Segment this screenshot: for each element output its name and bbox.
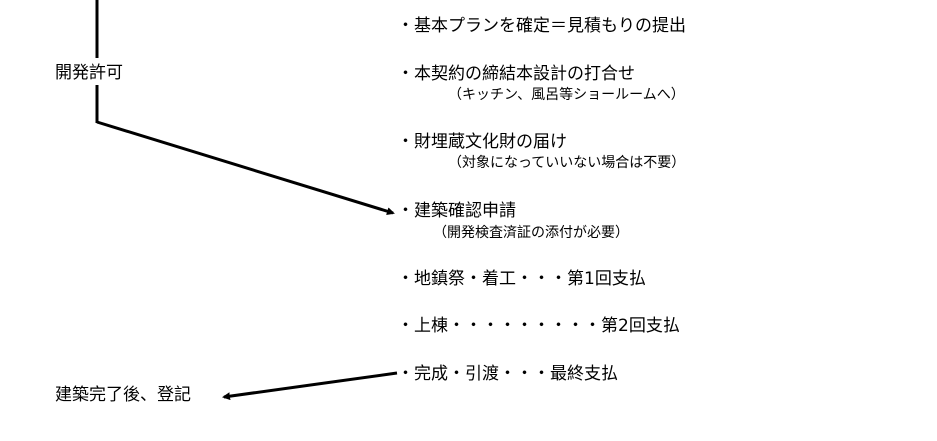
- label-development-permit: 開発許可: [55, 63, 123, 83]
- step-contract-design: ・本契約の締結本設計の打合せ: [397, 64, 635, 84]
- step-building-confirmation-note: （開発検査済証の添付が必要）: [433, 225, 629, 241]
- step-contract-design-note: （キッチン、風呂等ショールームへ）: [448, 87, 685, 103]
- step-groundbreaking-first-payment: ・地鎮祭・着工・・・第1回支払: [397, 269, 646, 289]
- label-registration-after-completion: 建築完了後、登記: [55, 385, 191, 405]
- arrow-to-registration: [222, 371, 398, 401]
- step-completion-final-payment: ・完成・引渡・・・最終支払: [397, 364, 618, 384]
- step-framing-second-payment: ・上棟・・・・・・・・・第2回支払: [397, 316, 680, 336]
- arrow-to-building-confirmation: [96, 120, 395, 216]
- step-buried-cultural-property-note: （対象になっていいない場合は不要）: [448, 155, 686, 171]
- step-basic-plan: ・基本プランを確定＝見積もりの提出: [397, 16, 686, 36]
- step-building-confirmation: ・建築確認申請: [397, 201, 516, 221]
- step-buried-cultural-property: ・財埋蔵文化財の届け: [397, 132, 567, 152]
